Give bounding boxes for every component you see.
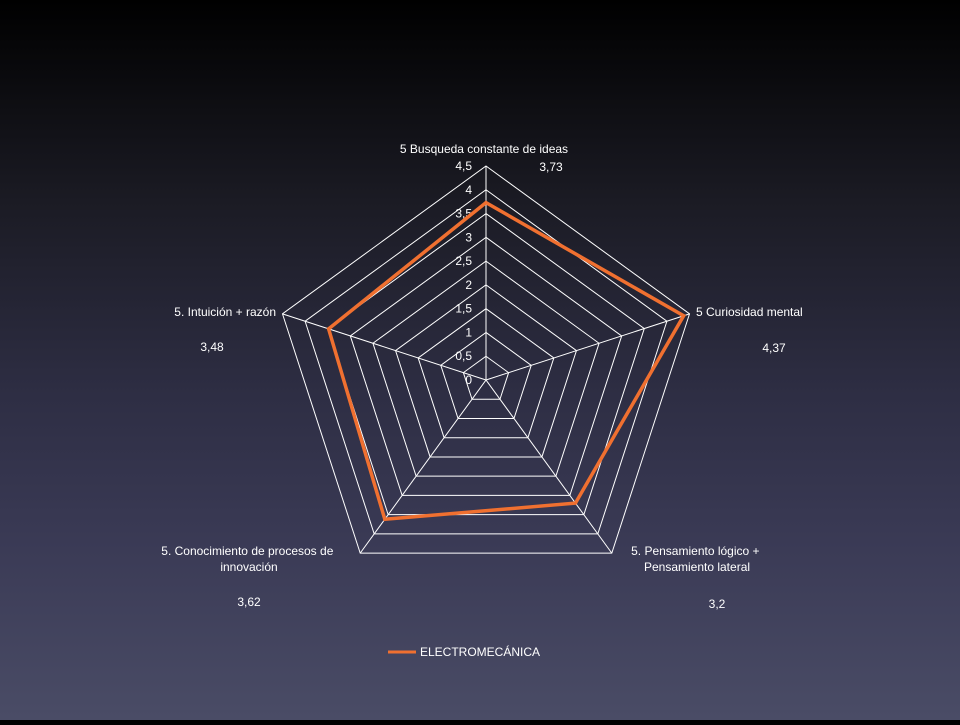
grid-ring-3 <box>417 308 555 439</box>
category-label-conocimiento: 5. Conocimiento de procesos de innovació… <box>161 544 336 574</box>
series-point-3 <box>383 517 387 521</box>
grid-ring-9 <box>281 165 691 554</box>
tick-label-0: 0 <box>465 373 472 387</box>
series-point-2 <box>573 501 578 505</box>
series-point-1 <box>682 314 686 318</box>
grid-ring-6 <box>349 236 623 496</box>
data-label-busqueda: 3,73 <box>539 160 563 174</box>
tick-label-3: 1,5 <box>455 302 472 316</box>
tick-label-8: 4 <box>465 183 472 197</box>
tick-label-4: 2 <box>465 278 472 292</box>
legend: ELECTROMECÁNICA <box>388 644 540 659</box>
tick-label-1: 0,5 <box>455 349 472 363</box>
grid-spoke-2 <box>485 379 613 554</box>
grid-ring-5 <box>372 260 600 477</box>
tick-label-6: 3 <box>465 230 472 244</box>
legend-label: ELECTROMECÁNICA <box>420 644 540 659</box>
tick-label-5: 2,5 <box>455 254 472 268</box>
grid-spoke-1 <box>485 313 690 381</box>
data-label-conocimiento: 3,62 <box>237 595 261 609</box>
data-label-pensamiento: 3,2 <box>709 597 726 611</box>
radial-axis-ticks: 00,511,522,533,544,5 <box>455 159 472 387</box>
data-label-curiosidad: 4,37 <box>762 341 786 355</box>
grid-spoke-4 <box>282 313 487 381</box>
category-label-busqueda: 5 Busqueda constante de ideas <box>400 142 568 156</box>
grid-ring-1 <box>462 355 510 400</box>
category-label-intuicion: 5. Intuición + razón <box>174 305 276 319</box>
series-point-0 <box>484 201 488 205</box>
grid-spoke-3 <box>359 379 487 554</box>
tick-label-9: 4,5 <box>455 159 472 173</box>
tick-label-2: 1 <box>465 325 472 339</box>
series-layer <box>326 200 687 522</box>
series-line-0 <box>326 200 687 522</box>
grid-ring-4 <box>394 284 578 458</box>
category-label-pensamiento: 5. Pensamiento lógico + Pensamiento late… <box>631 544 763 574</box>
radar-grid <box>281 165 691 554</box>
grid-ring-2 <box>440 331 532 419</box>
category-label-curiosidad: 5 Curiosidad mental <box>696 305 803 319</box>
grid-ring-8 <box>304 189 668 535</box>
data-label-intuicion: 3,48 <box>200 340 224 354</box>
series-point-4 <box>327 327 331 331</box>
